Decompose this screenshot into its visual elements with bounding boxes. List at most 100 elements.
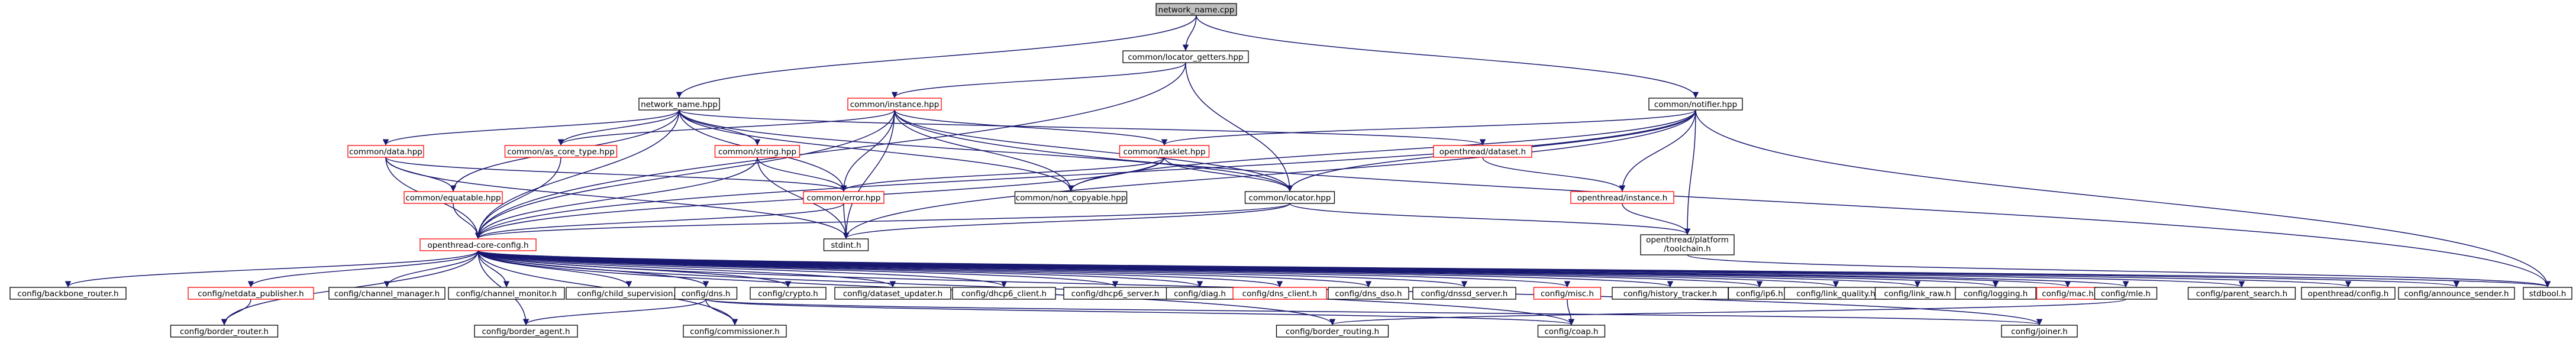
node-box[interactable]: [9, 287, 127, 300]
node-box[interactable]: [403, 191, 503, 204]
node-notifier_hpp[interactable]: common/notifier.hpp: [1648, 98, 1743, 111]
node-label[interactable]: config/coap.h: [1544, 327, 1598, 336]
node-label[interactable]: stdint.h: [831, 241, 861, 250]
node-box[interactable]: [2094, 287, 2158, 300]
node-label[interactable]: config/dhcp6_server.h: [1071, 289, 1160, 299]
node-label[interactable]: config/parent_search.h: [2196, 289, 2288, 299]
node-label[interactable]: common/data.hpp: [349, 147, 422, 157]
node-box[interactable]: [2301, 287, 2396, 300]
node-label[interactable]: common/equatable.hpp: [405, 193, 501, 203]
node-stdbool_h[interactable]: stdbool.h: [2523, 287, 2572, 300]
node-history_tracker_h[interactable]: config/history_tracker.h: [1612, 287, 1729, 300]
node-box[interactable]: [683, 325, 787, 338]
node-box[interactable]: [1122, 50, 1249, 63]
node-box[interactable]: [1244, 191, 1335, 204]
node-box[interactable]: [328, 287, 446, 300]
node-box[interactable]: [803, 191, 885, 204]
node-locator_hpp[interactable]: common/locator.hpp: [1244, 191, 1335, 204]
node-label[interactable]: config/dns_dso.h: [1335, 289, 1402, 299]
node-logging_h[interactable]: config/logging.h: [1955, 287, 2036, 300]
node-box[interactable]: [2187, 287, 2296, 300]
node-label[interactable]: network_name.cpp: [1158, 5, 1235, 15]
node-ot_instance_h[interactable]: openthread/instance.h: [1570, 191, 1674, 204]
node-box[interactable]: [638, 98, 720, 111]
node-box[interactable]: [1014, 191, 1128, 204]
node-box[interactable]: [1433, 145, 1532, 158]
node-netdata_publisher_h[interactable]: config/netdata_publisher.h: [188, 287, 314, 300]
node-box[interactable]: [1533, 287, 1602, 300]
node-label[interactable]: config/mle.h: [2101, 289, 2151, 299]
node-locator_getters_hpp[interactable]: common/locator_getters.hpp: [1122, 50, 1249, 63]
node-box[interactable]: [823, 238, 869, 251]
node-label[interactable]: config/link_raw.h: [1884, 289, 1951, 299]
node-border_agent_h[interactable]: config/border_agent.h: [474, 325, 578, 338]
node-label[interactable]: config/history_tracker.h: [1623, 289, 1717, 299]
node-misc_h[interactable]: config/misc.h: [1533, 287, 1602, 300]
node-label[interactable]: config/dns_client.h: [1242, 289, 1318, 299]
node-box[interactable]: [170, 325, 279, 338]
node-box[interactable]: [674, 287, 738, 300]
node-box[interactable]: [1955, 287, 2036, 300]
node-box[interactable]: [1232, 287, 1327, 300]
node-box[interactable]: [2001, 325, 2078, 338]
node-box[interactable]: [347, 145, 424, 158]
node-label[interactable]: config/ip6.h: [1736, 289, 1783, 299]
node-channel_monitor_h[interactable]: config/channel_monitor.h: [448, 287, 565, 300]
node-commissioner_h[interactable]: config/commissioner.h: [683, 325, 787, 338]
node-box[interactable]: [419, 238, 537, 251]
node-network_name_hpp[interactable]: network_name.hpp: [638, 98, 720, 111]
node-ip6_h[interactable]: config/ip6.h: [1728, 287, 1791, 300]
node-label[interactable]: openthread/platform/toolchain.h: [1646, 235, 1729, 254]
node-box[interactable]: [847, 98, 942, 111]
node-label[interactable]: common/tasklet.hpp: [1123, 147, 1205, 157]
node-box[interactable]: [834, 287, 951, 300]
node-diag_h[interactable]: config/diag.h: [1166, 287, 1234, 300]
node-box[interactable]: [1640, 234, 1735, 255]
node-label[interactable]: config/logging.h: [1964, 289, 2028, 299]
node-label[interactable]: stdbool.h: [2529, 289, 2567, 299]
node-border_routing_h[interactable]: config/border_routing.h: [1276, 325, 1389, 338]
node-backbone_router_h[interactable]: config/backbone_router.h: [9, 287, 127, 300]
node-label[interactable]: config/misc.h: [1541, 289, 1594, 299]
node-dataset_updater_h[interactable]: config/dataset_updater.h: [834, 287, 951, 300]
node-border_router_h[interactable]: config/border_router.h: [170, 325, 279, 338]
node-link_raw_h[interactable]: config/link_raw.h: [1874, 287, 1961, 300]
node-label[interactable]: config/child_supervision.h: [577, 289, 681, 299]
node-box[interactable]: [1155, 3, 1237, 16]
node-label[interactable]: common/instance.hpp: [850, 100, 940, 109]
node-label[interactable]: common/error.hpp: [807, 193, 881, 203]
node-link_quality_h[interactable]: config/link_quality.h: [1784, 287, 1888, 300]
node-box[interactable]: [2523, 287, 2572, 300]
node-crypto_h[interactable]: config/crypto.h: [750, 287, 827, 300]
node-label[interactable]: config/link_quality.h: [1796, 289, 1875, 299]
node-box[interactable]: [1328, 287, 1409, 300]
node-toolchain_h[interactable]: openthread/platform/toolchain.h: [1640, 234, 1735, 255]
node-label[interactable]: config/channel_manager.h: [334, 289, 440, 299]
node-channel_manager_h[interactable]: config/channel_manager.h: [328, 287, 446, 300]
node-dns_client_h[interactable]: config/dns_client.h: [1232, 287, 1327, 300]
node-label[interactable]: common/non_copyable.hpp: [1016, 193, 1126, 203]
node-box[interactable]: [448, 287, 565, 300]
node-box[interactable]: [1276, 325, 1389, 338]
node-tasklet_hpp[interactable]: common/tasklet.hpp: [1119, 145, 1210, 158]
node-label[interactable]: config/border_router.h: [180, 327, 269, 336]
node-label[interactable]: common/locator.hpp: [1249, 193, 1331, 203]
node-label[interactable]: config/announce_sender.h: [2404, 289, 2509, 299]
node-parent_search_h[interactable]: config/parent_search.h: [2187, 287, 2296, 300]
node-label[interactable]: config/border_agent.h: [482, 327, 570, 336]
node-label[interactable]: openthread/config.h: [2308, 289, 2389, 299]
node-box[interactable]: [714, 145, 800, 158]
node-box[interactable]: [474, 325, 578, 338]
node-stdint_h[interactable]: stdint.h: [823, 238, 869, 251]
node-box[interactable]: [188, 287, 314, 300]
node-dnssd_server_h[interactable]: config/dnssd_server.h: [1412, 287, 1516, 300]
node-as_core_type_hpp[interactable]: common/as_core_type.hpp: [504, 145, 618, 158]
node-data_hpp[interactable]: common/data.hpp: [347, 145, 424, 158]
node-instance_hpp[interactable]: common/instance.hpp: [847, 98, 942, 111]
node-announce_sender_h[interactable]: config/announce_sender.h: [2398, 287, 2515, 300]
node-label[interactable]: config/backbone_router.h: [17, 289, 118, 299]
node-box[interactable]: [504, 145, 618, 158]
node-mac_h[interactable]: config/mac.h: [2036, 287, 2100, 300]
node-label[interactable]: config/channel_monitor.h: [456, 289, 557, 299]
node-error_hpp[interactable]: common/error.hpp: [803, 191, 885, 204]
